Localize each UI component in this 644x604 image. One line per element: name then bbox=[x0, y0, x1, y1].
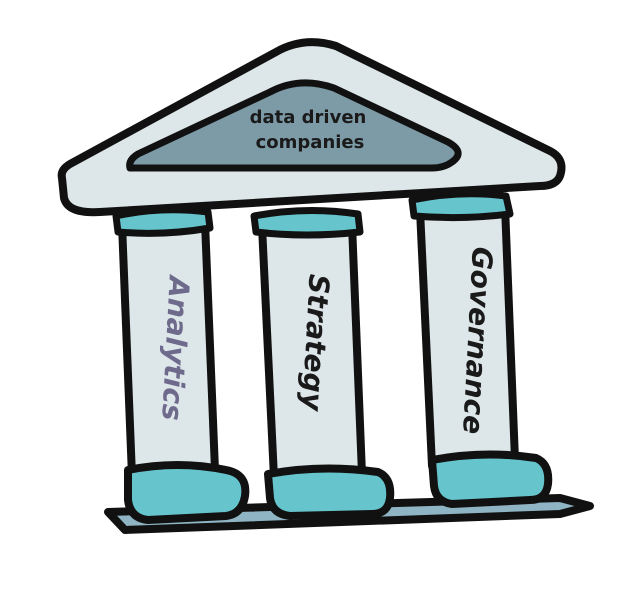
pillar-analytics: Analytics bbox=[112, 206, 250, 524]
roof-inner-panel bbox=[126, 79, 462, 172]
pillar-strategy: Strategy bbox=[250, 206, 395, 520]
pillar-governance-base bbox=[428, 450, 553, 508]
pillar-governance: Governance bbox=[408, 190, 553, 508]
roof-title-line1: data driven bbox=[250, 107, 367, 128]
pillar-strategy-label: Strategy bbox=[295, 273, 335, 413]
pillar-analytics-label: Analytics bbox=[155, 273, 196, 421]
pillar-strategy-capital bbox=[250, 206, 364, 239]
pillar-strategy-base bbox=[264, 464, 395, 520]
roof: data driven companies bbox=[57, 38, 566, 217]
pillar-governance-capital bbox=[408, 190, 514, 222]
roof-title-line2: companies bbox=[256, 132, 365, 153]
pillar-analytics-base bbox=[124, 461, 250, 524]
